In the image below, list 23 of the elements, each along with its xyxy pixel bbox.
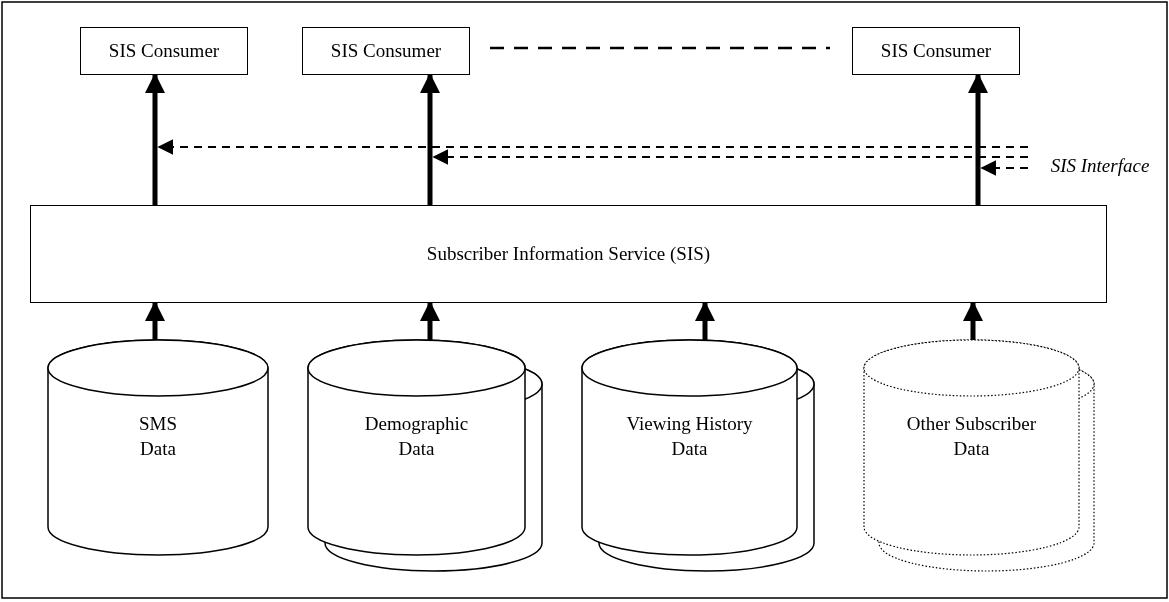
arrow [420,301,440,340]
interface-label: SIS Interface [1050,153,1150,178]
consumer-box [852,27,1020,75]
node-label: Other Subscriber Data [905,412,1038,461]
arrow [963,301,983,340]
consumer-box [80,27,248,75]
arrow [968,73,988,205]
arrow [145,73,165,205]
arrow [980,160,1029,176]
node-label: Demographic Data [363,412,470,461]
arrow [145,301,165,340]
arrow [420,73,440,205]
node-label: SIS Consumer [108,38,220,63]
service-box [30,205,1107,303]
arrow [432,149,1029,165]
arrow [157,139,1029,155]
node-label: Viewing History Data [625,412,754,461]
node-label: SMS Data [138,412,178,461]
arrow [695,301,715,340]
node-label: SIS Consumer [330,38,442,63]
node-label: SIS Consumer [880,38,992,63]
consumer-box [302,27,470,75]
node-label: Subscriber Information Service (SIS) [426,241,711,266]
